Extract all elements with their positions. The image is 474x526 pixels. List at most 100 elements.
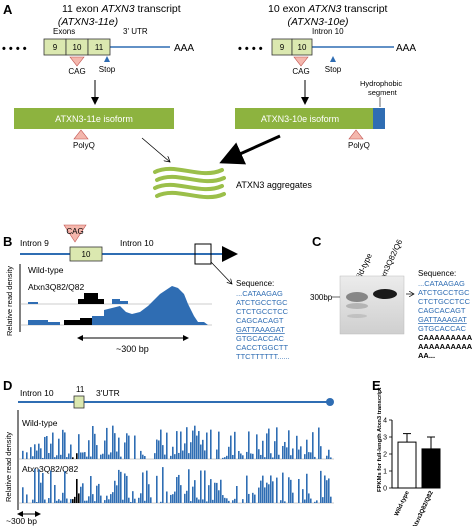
- isoform-11e-bar: [14, 108, 174, 129]
- coverage-bar: [276, 427, 278, 459]
- gel-band-wt-1: [346, 292, 368, 302]
- coverage-bar: [274, 441, 276, 459]
- coverage-bar: [248, 431, 250, 459]
- coverage-bar: [196, 435, 198, 459]
- panel-b-label: B: [3, 234, 12, 249]
- coverage-bar: [228, 500, 230, 503]
- coverage-bar: [264, 487, 266, 503]
- coverage-bar: [176, 431, 178, 459]
- coverage-bar: [254, 494, 256, 503]
- coverage-bar: [174, 454, 176, 459]
- isoform-11e-label: ATXN3-11e isoform: [55, 114, 133, 124]
- utr-label: 3' UTR: [123, 27, 148, 36]
- panel-e-bar: [397, 441, 417, 489]
- panel-b-ylabel: Relative read density: [5, 266, 14, 336]
- panel-d-scale-label: ~300 bp: [6, 516, 37, 526]
- coverage-bar: [258, 487, 260, 503]
- panel-b-seq-line: GTGCACCAC: [236, 334, 285, 343]
- coverage-bar: [132, 491, 134, 503]
- coverage-bar: [208, 485, 210, 503]
- coverage-bar: [80, 486, 82, 503]
- coverage-bar: [74, 496, 76, 503]
- coverage-bar: [210, 429, 212, 459]
- coverage-bar: [326, 480, 328, 503]
- coverage-bar: [224, 457, 226, 459]
- coverage-bar: [310, 498, 312, 503]
- coverage-bar: [218, 431, 220, 459]
- coverage-bar: [112, 425, 114, 459]
- panel-b-exon-label: 10: [82, 250, 91, 259]
- coverage-bar: [302, 489, 304, 503]
- coverage-bar: [38, 469, 40, 503]
- transcript-11e-title: 11 exon ATXN3 transcript: [62, 3, 181, 15]
- coverage-bar: [156, 475, 158, 503]
- coverage-bar: [130, 501, 132, 503]
- coverage-bar: [326, 455, 328, 459]
- stop-marker-10e: [330, 56, 336, 62]
- panel-d-mutant-label: Atxn3Q82/Q82: [22, 464, 79, 474]
- coverage-bar: [66, 457, 68, 459]
- coverage-bar: [82, 452, 84, 459]
- exon-9b-label: 9: [280, 43, 285, 52]
- panel-d-wildtype-label: Wild-type: [22, 418, 58, 428]
- coverage-bar: [200, 470, 202, 503]
- isoform-10e-bar: [235, 108, 373, 129]
- coverage-bar: [284, 501, 286, 503]
- coverage-bar: [26, 452, 28, 459]
- coverage-bar: [220, 479, 222, 503]
- coverage-bar: [330, 457, 332, 459]
- coverage-bar: [110, 494, 112, 503]
- coverage-bar: [186, 490, 188, 503]
- coverage-bar: [182, 450, 184, 459]
- coverage-bar: [308, 452, 310, 459]
- coverage-bar: [76, 453, 78, 459]
- coverage-bar: [122, 499, 124, 503]
- panel-b-sequence: ...CATAAGAG ATCTGCCTGC CTCTGCCTCC CAGCAC…: [236, 289, 290, 361]
- coverage-bar: [170, 494, 172, 503]
- coverage-bar: [268, 484, 270, 503]
- coverage-bar: [260, 454, 262, 459]
- coverage-bar: [260, 480, 262, 503]
- transcript-10e-title: 10 exon ATXN3 transcript: [268, 3, 388, 15]
- coverage-bar: [318, 427, 320, 459]
- panel-b-cag-label: CAG: [66, 227, 83, 236]
- panel-c-seq-line: CTCTGCCTCC: [418, 297, 471, 306]
- coverage-bar: [148, 484, 150, 503]
- panel-d-label: D: [3, 378, 12, 393]
- coverage-bar: [118, 469, 120, 503]
- cag-triangle-10e: [293, 56, 309, 67]
- coverage-bar: [88, 496, 90, 503]
- panel-c-seq-line: CAGCACAGT: [418, 306, 466, 315]
- panel-b-seq-line: GATTAAAGAT: [236, 325, 285, 334]
- coverage-bar: [142, 472, 144, 503]
- coverage-bar: [150, 497, 152, 503]
- coverage-bar: [84, 452, 86, 459]
- coverage-bar: [112, 492, 114, 503]
- panel-b-seq-line: TTCTTTTTT......: [236, 352, 290, 361]
- panel-d-wt-coverage: [22, 425, 332, 459]
- coverage-bar: [190, 442, 192, 459]
- gel-band-wt-2: [346, 303, 368, 309]
- exon-10b-box: [291, 38, 313, 56]
- panel-c-seq-line: ATCTGCCTGC: [418, 288, 470, 297]
- coverage-bar: [310, 452, 312, 459]
- coverage-bar: [72, 457, 74, 459]
- coverage-bar: [66, 498, 68, 503]
- panel-b-seq-title: Sequence:: [236, 279, 274, 288]
- panel-e-ylabel: FPKMs for full-length Atxn3 transcript: [377, 387, 383, 492]
- aggregates-icon: [153, 166, 226, 200]
- coverage-bar: [192, 430, 194, 459]
- coverage-bar: [250, 453, 252, 459]
- polyq-label-10e: PolyQ: [348, 141, 370, 150]
- coverage-bar: [100, 495, 102, 503]
- coverage-bar: [88, 440, 90, 459]
- coverage-bar: [206, 432, 208, 459]
- panel-a-label: A: [3, 2, 13, 17]
- coverage-bar: [96, 445, 98, 459]
- arrow-11e-aggregates: [141, 137, 170, 162]
- coverage-bar: [230, 435, 232, 459]
- coverage-bar: [278, 454, 280, 459]
- panel-b-wt-read: [28, 302, 38, 304]
- coverage-bar: [312, 432, 314, 459]
